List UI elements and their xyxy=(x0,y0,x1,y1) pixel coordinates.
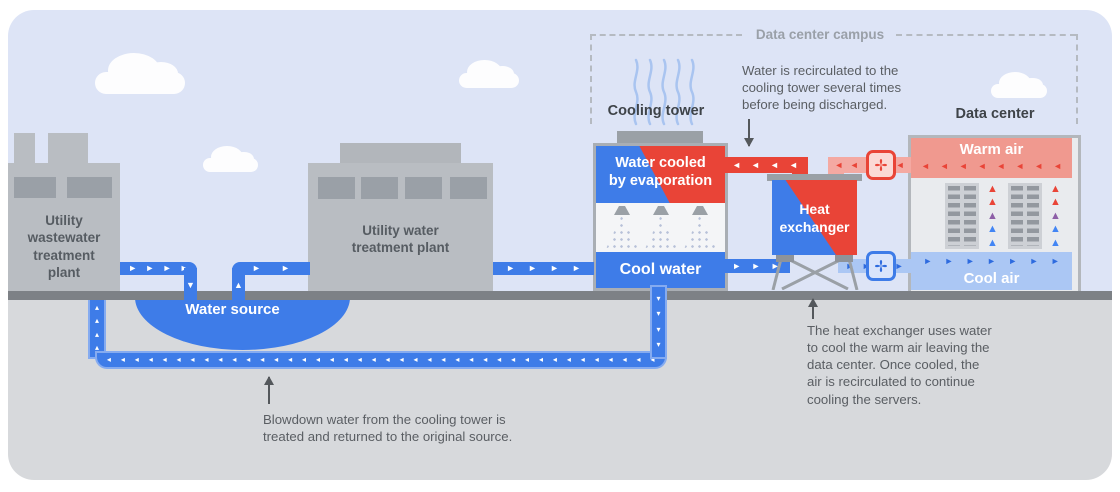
pipe-wastewater-to-source-drop: ▼ xyxy=(184,268,197,302)
sprinkler-icon xyxy=(682,206,718,253)
treatment-plant-roof xyxy=(340,143,461,165)
cooling-tower-label: Cooling tower xyxy=(607,103,705,119)
heat-exchanger-tab xyxy=(835,255,853,262)
warm-air-label: Warm air xyxy=(959,141,1024,158)
campus-label: Data center campus xyxy=(755,27,885,42)
rising-air-arrows: ▲▲▲▲▲ xyxy=(987,182,998,249)
cool-air-band: ►►►►►►► Cool air xyxy=(911,252,1072,290)
steam-icon xyxy=(633,58,695,126)
blowdown-return-pipe-up: ▴▴▴▴ xyxy=(88,297,106,359)
treatment-plant-label: Utility water treatment plant xyxy=(351,223,450,256)
pipe-plant-to-tower: ►►►► xyxy=(493,262,594,275)
annotation-arrow-up xyxy=(264,376,274,404)
window xyxy=(361,177,398,199)
tower-cool-water-section: Cool water xyxy=(596,252,725,288)
annotation-arrow-up xyxy=(808,298,818,319)
rising-air-arrows: ▲▲▲▲▲ xyxy=(1050,182,1061,249)
cooling-tower-cap xyxy=(617,131,703,144)
window xyxy=(318,177,355,199)
cool-air-label: Cool air xyxy=(963,270,1020,287)
window xyxy=(450,177,487,199)
annotation-heat-exchanger: The heat exchanger uses water to cool th… xyxy=(807,323,992,407)
heat-exchanger-cap xyxy=(767,174,862,181)
cooling-tower: Water cooled by evaporation Cool water xyxy=(593,143,728,291)
heat-exchanger: Heat exchanger xyxy=(772,180,857,255)
cloud-icon xyxy=(203,145,258,172)
wastewater-plant-chimney xyxy=(14,133,35,165)
sprinkler-icon xyxy=(643,206,679,253)
pipe-tower-to-exchanger: ►►► xyxy=(722,259,790,273)
data-center-label: Data center xyxy=(955,106,1035,122)
window xyxy=(67,177,112,198)
tower-top-section: Water cooled by evaporation xyxy=(596,146,725,203)
window xyxy=(14,177,56,198)
wastewater-plant-label: Utility wastewater treatment plant xyxy=(27,213,101,280)
pipe-source-to-plant: ►► xyxy=(232,262,310,275)
blowdown-return-pipe: ◂◂◂◂◂◂◂◂◂◂◂◂◂◂◂◂◂◂◂◂◂◂◂◂◂◂◂◂◂◂◂◂◂◂◂◂◂◂◂◂ xyxy=(95,351,667,369)
campus-border-left xyxy=(590,34,592,124)
window xyxy=(405,177,442,199)
cloud-icon xyxy=(95,52,185,94)
pipe-source-intake-riser: ▲ xyxy=(232,268,245,302)
server-rack xyxy=(945,183,979,249)
campus-border-top-left xyxy=(590,34,742,36)
sprinkler-icon xyxy=(604,206,640,253)
campus-border-right xyxy=(1076,34,1078,124)
blowdown-stub-pipe: ▾▾▾▾ xyxy=(650,285,667,359)
cloud-icon xyxy=(991,71,1047,98)
fan-icon xyxy=(866,150,896,180)
annotation-recirculated: Water is recirculated to the cooling tow… xyxy=(742,63,902,113)
cool-air-flow-arrows: ►►►►►►► xyxy=(923,255,1060,266)
annotation-arrow-down xyxy=(744,119,754,147)
fan-icon xyxy=(866,251,896,281)
warm-air-band: Warm air ◄◄◄◄◄◄◄◄ xyxy=(911,138,1072,178)
cloud-icon xyxy=(459,59,519,88)
heat-exchanger-tab xyxy=(776,255,794,262)
wastewater-plant-chimney xyxy=(48,133,88,165)
campus-border-top-right xyxy=(896,34,1076,36)
warm-air-flow-arrows: ◄◄◄◄◄◄◄◄ xyxy=(920,160,1062,171)
server-rack xyxy=(1008,183,1042,249)
ground xyxy=(8,291,1112,300)
pipe-hot-water: ◄◄◄◄ xyxy=(722,157,808,173)
annotation-blowdown: Blowdown water from the cooling tower is… xyxy=(263,412,513,445)
water-source-label: Water source xyxy=(185,301,280,318)
